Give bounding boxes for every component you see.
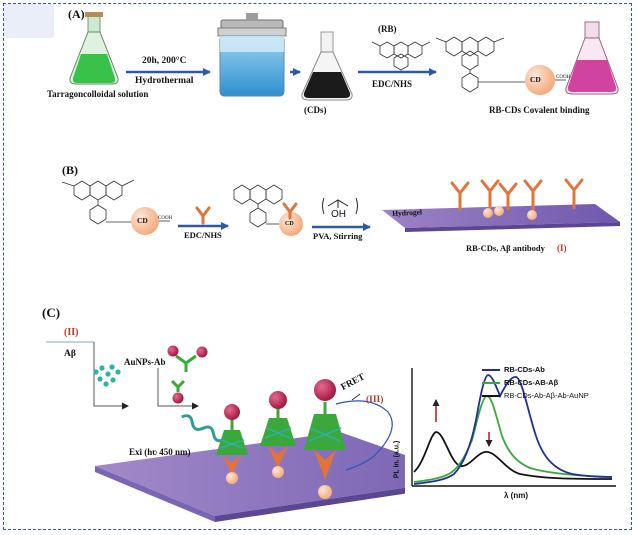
edc-nhs-a: EDC/NHS xyxy=(372,79,413,89)
antibody-icon-b2 xyxy=(282,202,298,220)
oh-label: OH xyxy=(331,209,346,220)
cd-label-a: CD xyxy=(530,75,541,84)
rb-molecule-small xyxy=(371,41,431,71)
fret-pointer xyxy=(351,393,361,401)
cooh-label-a: COOH xyxy=(556,75,571,80)
chart-ylabel: PL in. (a.u.) xyxy=(393,440,401,479)
legend-series-2: RB-CDs-AB-Aβ xyxy=(504,378,559,387)
sensor-stack-3 xyxy=(304,379,346,499)
aunps-ab-label: AuNPs-Ab xyxy=(124,357,166,367)
panel-c-label: (C) xyxy=(42,305,61,320)
rb-cds-product-label: RB-CDs Covalent binding xyxy=(489,105,590,115)
pink-flask xyxy=(565,21,619,95)
hydrogel-plate-b xyxy=(382,204,620,232)
rb-cd-molecule-b xyxy=(61,179,135,225)
edc-nhs-b: EDC/NHS xyxy=(184,230,222,240)
abeta-label: Aβ xyxy=(64,349,76,359)
cds-label: (CDs) xyxy=(304,105,327,115)
hydrogel-cd-balls xyxy=(483,206,537,220)
green-flask xyxy=(69,12,119,85)
rb-label: (RB) xyxy=(378,24,397,34)
cd-label-b1: CD xyxy=(137,216,148,225)
chart-xlabel: λ (nm) xyxy=(504,491,528,500)
legend-series-3: RB-CDs-Ab-Aβ-Ab-AuNP xyxy=(504,391,589,400)
figure-frame xyxy=(3,3,632,530)
c-step-arrow-1 xyxy=(93,342,129,410)
panel-a-label: (A) xyxy=(68,7,85,21)
hydrothermal-label: Hydrothermal xyxy=(135,76,194,86)
excitation-label: Exi (hʋ 450 nm) xyxy=(129,447,191,457)
marker-ii: (II) xyxy=(64,327,79,338)
source-label: Tarragoncolloidal solution xyxy=(47,89,149,99)
marker-i: (I) xyxy=(557,243,567,253)
pl-spectrum-chart xyxy=(405,360,620,500)
hydrogel-antibodies xyxy=(450,178,584,213)
cd-label-b2: CD xyxy=(285,221,294,227)
aunp-ab-icons xyxy=(167,345,208,404)
series-black-line xyxy=(413,431,613,480)
abeta-particles xyxy=(93,364,121,387)
hydrogel-label: Hydrogel xyxy=(391,207,423,218)
sensor-stack-1 xyxy=(216,404,248,484)
antibody-icon-b xyxy=(195,206,211,225)
rb-cd-ab-molecule xyxy=(233,184,283,228)
figure-corner-box xyxy=(4,4,54,38)
excitation-wave xyxy=(181,414,225,443)
cds-flask xyxy=(301,31,353,101)
sensor-stack-2 xyxy=(260,391,296,478)
marker-iii: (III) xyxy=(366,395,384,405)
cd-ball-a xyxy=(525,65,555,95)
c-step-arrow-2 xyxy=(157,368,199,410)
pva-structure xyxy=(322,197,358,215)
series-blue-line xyxy=(413,374,613,485)
cooh-label-b: COOH xyxy=(158,216,173,221)
panel-b-label: (B) xyxy=(62,163,78,177)
autoclave-jar xyxy=(217,13,287,97)
legend-series-1: RB-CDs-Ab xyxy=(504,365,545,374)
rb-cds-antibody-label: RB-CDs, Aβ antibody xyxy=(466,243,545,253)
pva-stirring-label: PVA, Stirring xyxy=(313,231,363,241)
cd-ball-b1 xyxy=(131,207,159,235)
hydrothermal-conditions: 20h, 200°C xyxy=(142,56,187,66)
fret-curve xyxy=(335,400,393,471)
cd-ball-b2 xyxy=(279,212,303,236)
rb-cds-conjugate xyxy=(435,36,525,93)
